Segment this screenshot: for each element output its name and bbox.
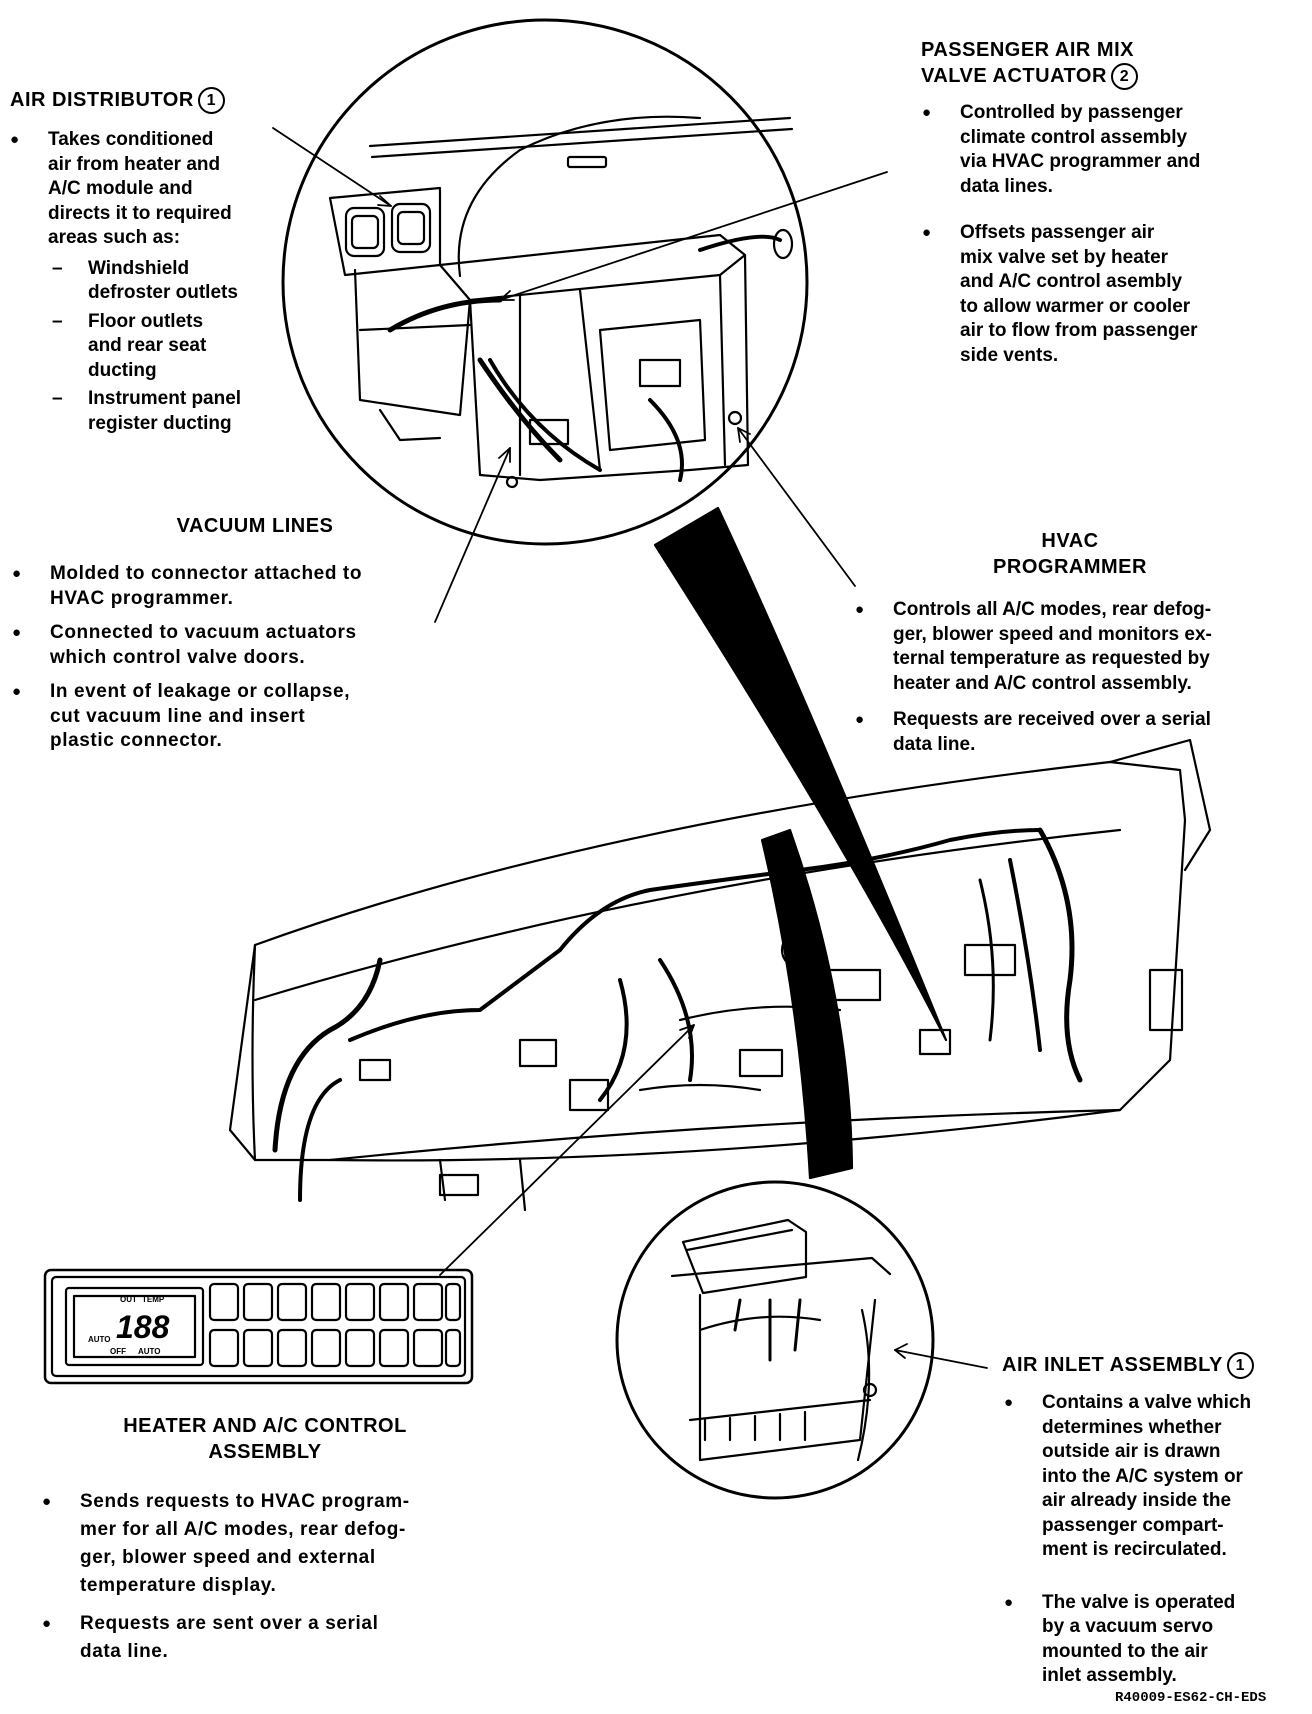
passenger-air-mix-title-line2: VALVE ACTUATOR	[921, 65, 1107, 87]
hvac-programmer-title-line2: PROGRAMMER	[993, 556, 1147, 578]
display-label-auto: AUTO	[138, 1347, 161, 1356]
hvac-module-detail-circle	[281, 18, 809, 546]
air-inlet-description: Contains a valve which determines whethe…	[1004, 1391, 1304, 1689]
heater-ac-bullet: Sends requests to HVAC program- mer for …	[42, 1488, 482, 1600]
passenger-air-mix-bullet: Controlled by passenger climate control …	[922, 101, 1252, 199]
vacuum-lines-bullet: Connected to vacuum actuators which cont…	[12, 621, 432, 670]
air-distributor-description: Takes conditioned air from heater and A/…	[10, 128, 270, 436]
control-panel-illustration	[43, 1268, 474, 1385]
display-side-auto: AUTO	[88, 1335, 111, 1344]
vacuum-lines-bullet: In event of leakage or collapse, cut vac…	[12, 680, 432, 754]
hvac-programmer-bullet: Controls all A/C modes, rear defog- ger,…	[855, 598, 1255, 696]
vacuum-lines-bullet: Molded to connector attached to HVAC pro…	[12, 562, 432, 611]
air-distributor-subitem: Instrument panel register ducting	[48, 387, 270, 436]
hvac-programmer-bullet: Requests are received over a serial data…	[855, 708, 1255, 757]
passenger-air-mix-bullet: Offsets passenger air mix valve set by h…	[922, 221, 1252, 368]
leader-lines	[272, 127, 988, 1369]
air-distributor-bullet: Takes conditioned air from heater and A/…	[10, 128, 270, 251]
passenger-air-mix-number-badge: 2	[1110, 63, 1138, 90]
display-label-temp: TEMP	[142, 1295, 165, 1304]
heater-ac-description: Sends requests to HVAC program- mer for …	[42, 1488, 482, 1666]
display-temp-readout: 188	[116, 1309, 170, 1345]
air-inlet-bullet: The valve is operated by a vacuum servo …	[1004, 1591, 1304, 1689]
passenger-air-mix-title-line1: PASSENGER AIR MIX	[921, 39, 1134, 61]
hvac-programmer-title: HVAC PROGRAMMER	[960, 528, 1180, 580]
air-distributor-subitems: Windshield defroster outlets Floor outle…	[48, 257, 270, 437]
air-distributor-number-badge: 1	[197, 87, 225, 114]
control-panel-display-text: 188 OUT TEMP OFF AUTO AUTO	[88, 1295, 170, 1356]
heater-ac-bullet: Requests are sent over a serial data lin…	[42, 1610, 482, 1666]
passenger-air-mix-description: Controlled by passenger climate control …	[922, 101, 1252, 368]
air-distributor-title-text: AIR DISTRIBUTOR	[10, 89, 194, 111]
instrument-panel-illustration	[228, 738, 1212, 1212]
heater-ac-title: HEATER AND A/C CONTROL ASSEMBLY	[80, 1413, 450, 1465]
air-distributor-subitem: Windshield defroster outlets	[48, 257, 270, 306]
air-distributor-subitem: Floor outlets and rear seat ducting	[48, 310, 270, 384]
display-label-out: OUT	[120, 1295, 137, 1304]
display-label-off: OFF	[110, 1347, 126, 1356]
air-inlet-title-text: AIR INLET ASSEMBLY	[1002, 1354, 1223, 1376]
vacuum-lines-description: Molded to connector attached to HVAC pro…	[12, 562, 432, 754]
air-inlet-detail-circle	[615, 1180, 935, 1500]
bottom-callout-wedge	[760, 828, 854, 1180]
air-inlet-number-badge: 1	[1226, 1352, 1254, 1379]
hvac-programmer-title-line1: HVAC	[1041, 530, 1099, 552]
figure-code: R40009-ES62-CH-EDS	[1115, 1690, 1267, 1706]
heater-ac-title-line1: HEATER AND A/C CONTROL	[123, 1415, 407, 1437]
hvac-programmer-description: Controls all A/C modes, rear defog- ger,…	[855, 598, 1255, 757]
vacuum-lines-title: VACUUM LINES	[130, 515, 380, 538]
heater-ac-title-line2: ASSEMBLY	[208, 1441, 322, 1463]
air-inlet-bullet: Contains a valve which determines whethe…	[1004, 1391, 1304, 1563]
vacuum-lines-title-text: VACUUM LINES	[176, 515, 334, 537]
top-callout-wedge	[653, 506, 948, 1042]
